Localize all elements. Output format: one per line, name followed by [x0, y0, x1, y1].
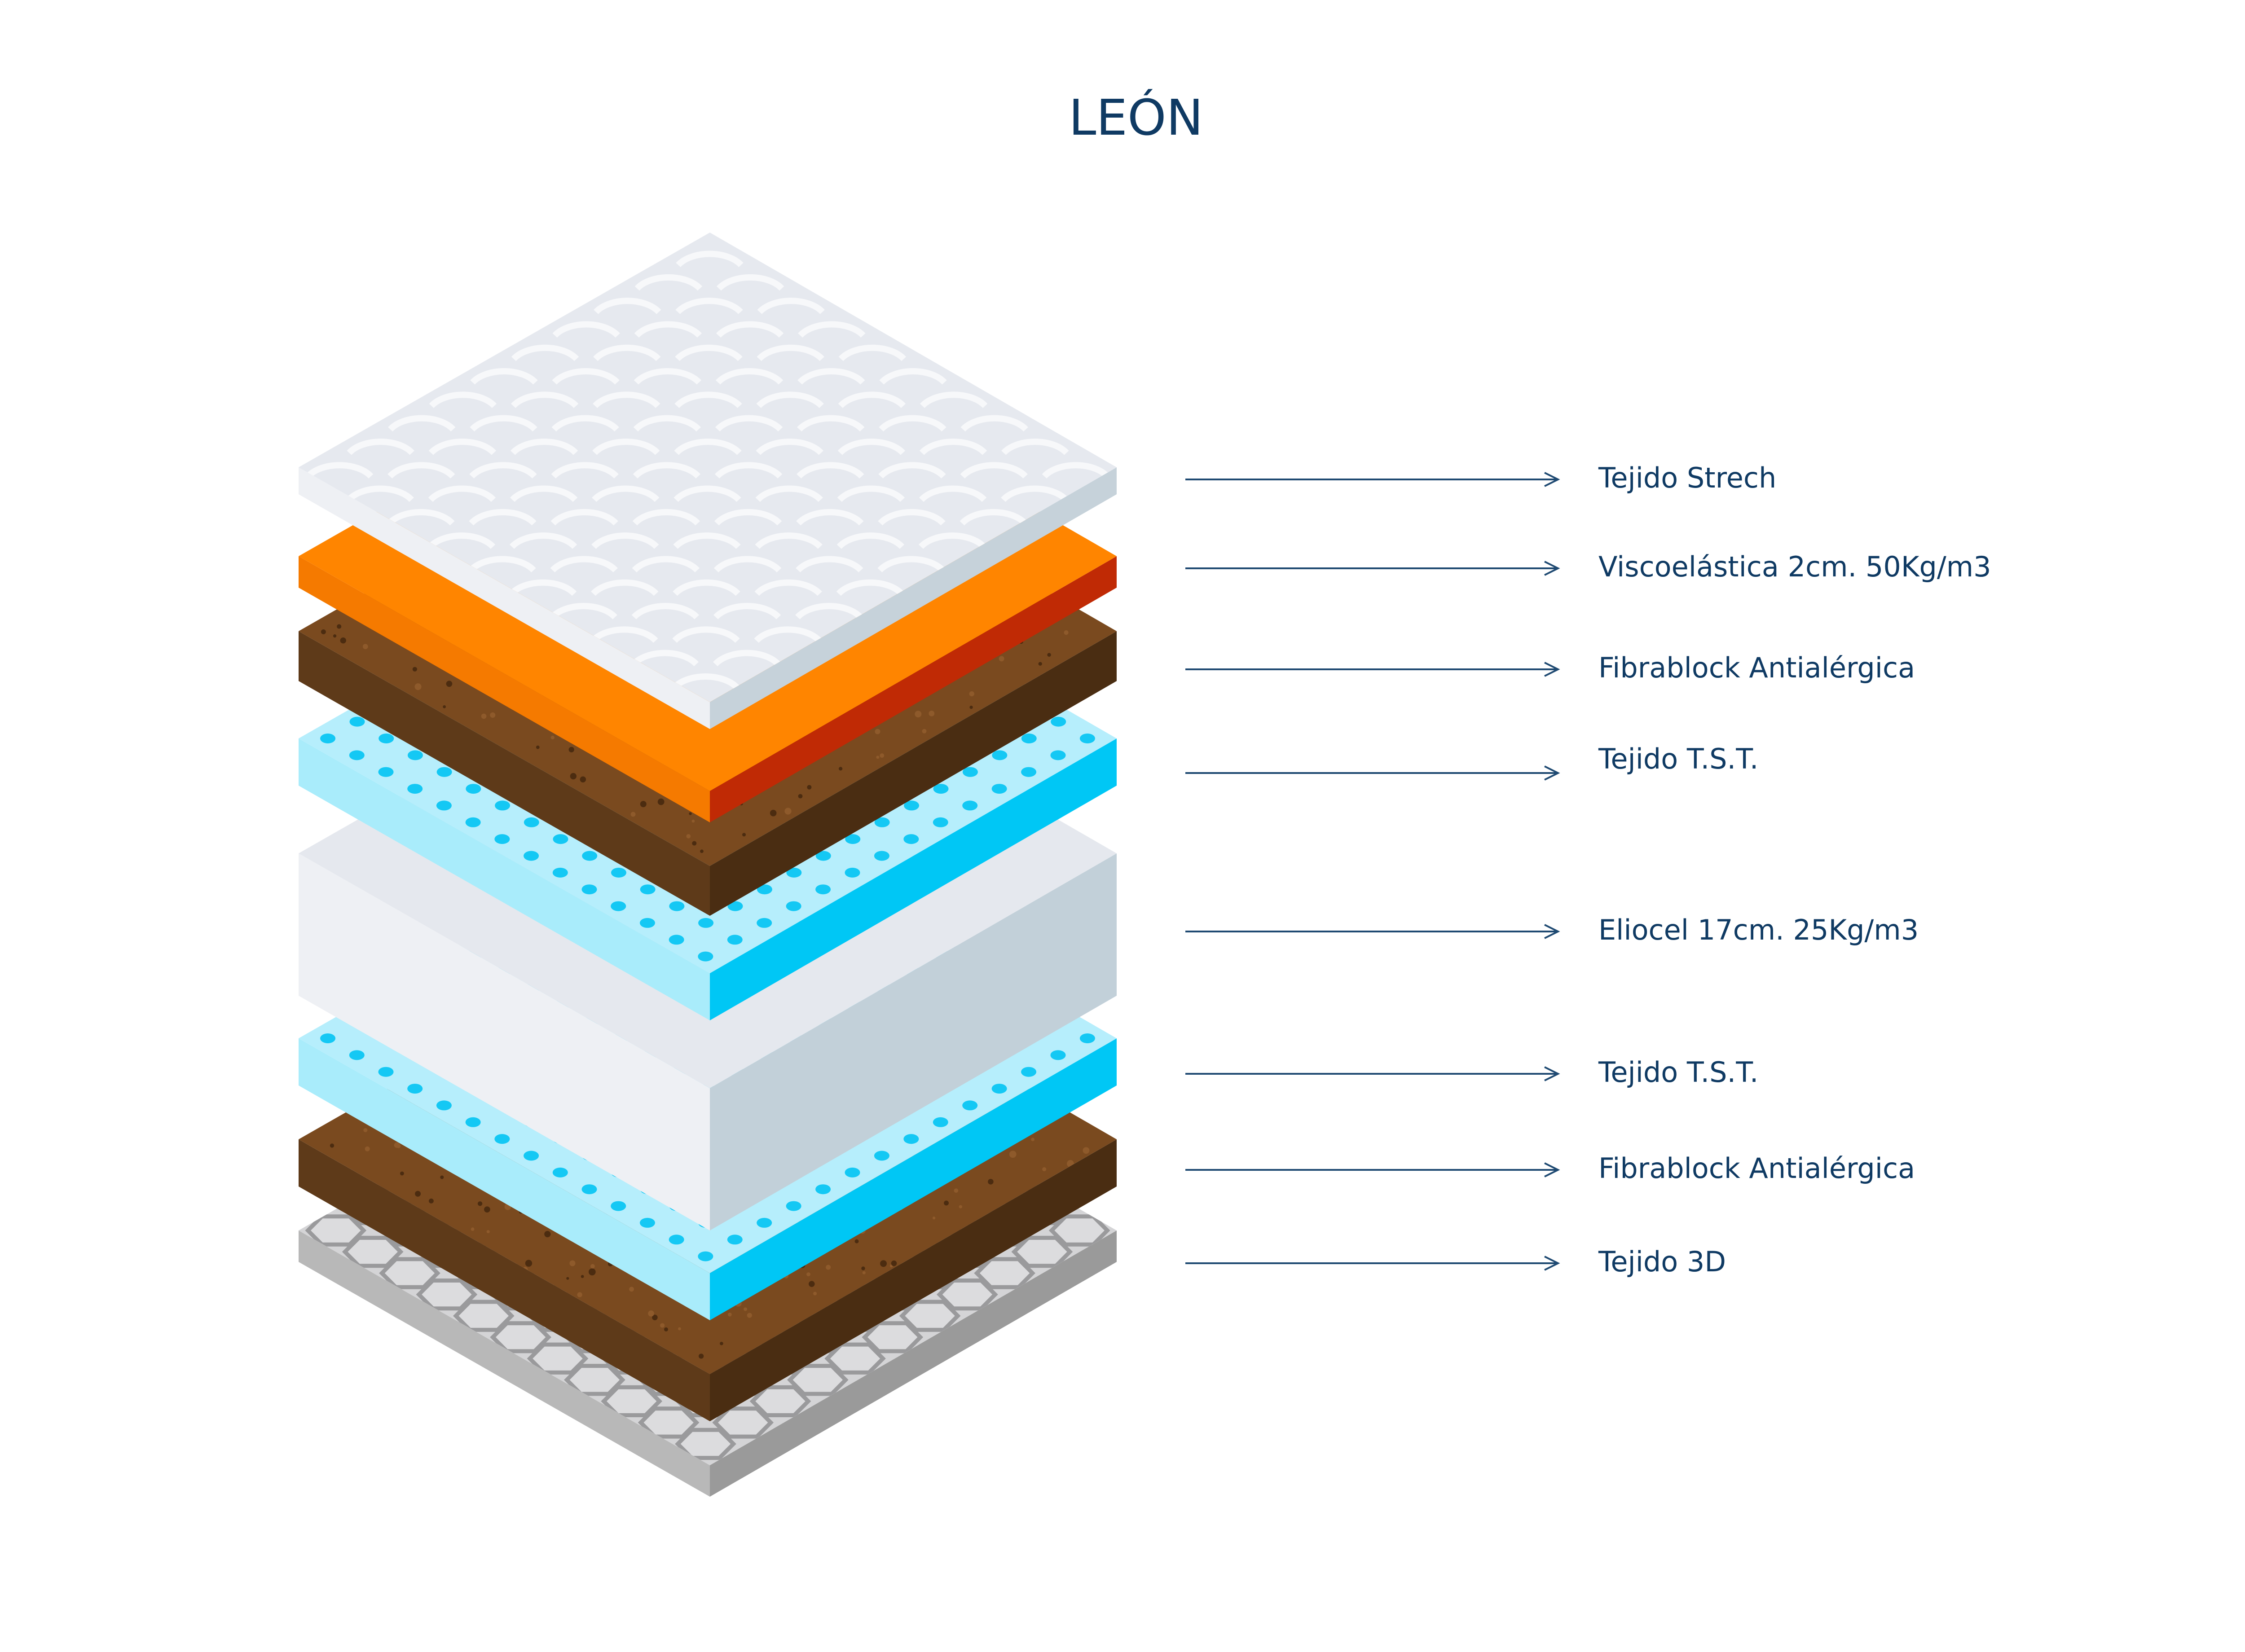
layer-tejido-strech: [299, 233, 1117, 729]
label-tst-bottom: Tejido T.S.T.: [1598, 1056, 1758, 1089]
label-tst-top: Tejido T.S.T.: [1598, 743, 1758, 775]
callout-viscoelastica: Viscoelástica 2cm. 50Kg/m3: [1185, 550, 1991, 583]
label-tejido-strech: Tejido Strech: [1598, 461, 1776, 494]
quilt-pattern: [305, 250, 1110, 690]
label-tejido-3d: Tejido 3D: [1598, 1245, 1726, 1278]
callout-tst-bottom: Tejido T.S.T.: [1185, 1056, 1758, 1089]
label-eliocel: Eliocel 17cm. 25Kg/m3: [1598, 914, 1919, 946]
callout-fibrablock-top: Fibrablock Antialérgica: [1185, 651, 1915, 684]
callout-eliocel: Eliocel 17cm. 25Kg/m3: [1185, 914, 1919, 946]
callout-tejido-3d: Tejido 3D: [1185, 1245, 1726, 1278]
label-fibrablock-top: Fibrablock Antialérgica: [1598, 651, 1915, 684]
label-viscoelastica: Viscoelástica 2cm. 50Kg/m3: [1598, 550, 1991, 583]
callout-tst-top: Tejido T.S.T.: [1185, 743, 1758, 781]
callout-tejido-strech: Tejido Strech: [1185, 461, 1776, 494]
label-fibrablock-bottom: Fibrablock Antialérgica: [1598, 1152, 1915, 1185]
callout-fibrablock-bottom: Fibrablock Antialérgica: [1185, 1152, 1915, 1185]
diagram-title: LEÓN: [1069, 89, 1203, 146]
